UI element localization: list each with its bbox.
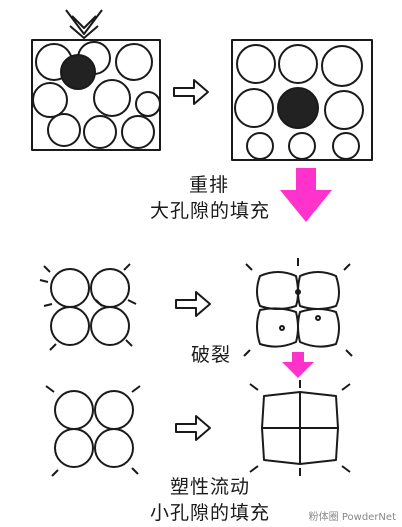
pressure-arrow-icon [65, 9, 103, 39]
loose-packing-box [31, 39, 161, 151]
step-plastic-flow-title: 塑性流动 [169, 476, 250, 498]
down-arrow-small-icon [282, 352, 314, 378]
step-rearrange-subtitle: 大孔隙的填充 [149, 200, 270, 222]
right-arrow-icon [175, 415, 211, 441]
plastic-flow-cells [249, 380, 351, 476]
particle-group-before-flow [45, 385, 141, 477]
dense-packing-box [231, 39, 373, 161]
step-fracture-label: 破裂 [190, 344, 231, 366]
fractured-particles [243, 258, 353, 357]
down-arrow-large-icon [280, 168, 332, 222]
step-rearrange-title: 重排 [188, 174, 229, 196]
right-arrow-icon [175, 291, 211, 317]
step-plastic-flow-subtitle: 小孔隙的填充 [149, 502, 270, 524]
watermark: 粉体圈 PowderNet [308, 512, 396, 523]
large-pore-particle [60, 54, 96, 90]
right-arrow-icon [173, 79, 209, 105]
particle-group-before-fracture [39, 263, 137, 351]
filled-pore-particle [277, 87, 319, 129]
